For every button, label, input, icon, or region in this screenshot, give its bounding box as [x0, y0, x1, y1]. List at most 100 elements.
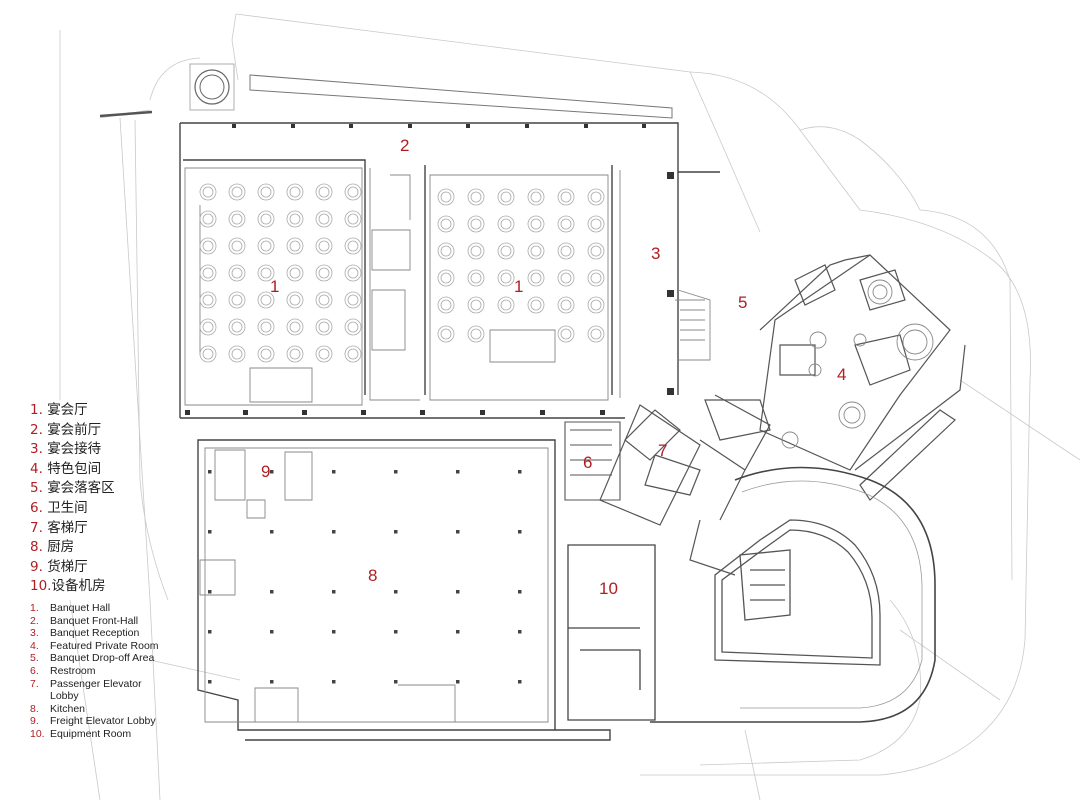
banquet-table — [467, 215, 485, 233]
banquet-table — [199, 183, 217, 201]
banquet-table — [286, 210, 304, 228]
kitchen-column — [456, 630, 460, 634]
banquet-table — [257, 264, 275, 282]
kitchen-column — [270, 680, 274, 684]
legend-zh-item: 1. 宴会厅 — [30, 402, 88, 418]
kitchen-column — [518, 530, 522, 534]
legend-zh-item: 2. 宴会前厅 — [30, 421, 102, 438]
banquet-table-top — [202, 348, 214, 360]
banquet-table-top — [530, 245, 542, 257]
banquet-table — [315, 237, 333, 255]
banquet-table-top — [289, 294, 301, 306]
kitchen-column — [270, 470, 274, 474]
banquet-table — [199, 291, 217, 309]
banquet-table — [587, 269, 605, 287]
banquet-table — [527, 296, 545, 314]
banquet-table — [286, 291, 304, 309]
banquet-table — [228, 183, 246, 201]
banquet-table — [587, 242, 605, 260]
banquet-table — [497, 296, 515, 314]
banquet-table — [557, 215, 575, 233]
kitchen-column — [270, 590, 274, 594]
banquet-table — [286, 264, 304, 282]
kitchen-column — [332, 470, 336, 474]
banquet-table — [257, 237, 275, 255]
banquet-table-top — [347, 267, 359, 279]
banquet-table-top — [590, 191, 602, 203]
banquet-table — [228, 291, 246, 309]
legend-en-item: 5.Banquet Drop-off Area — [30, 652, 155, 665]
banquet-table — [315, 345, 333, 363]
banquet-table — [527, 188, 545, 206]
room-label-banquet-hall-west: 1 — [270, 277, 280, 296]
kitchen-column — [208, 630, 212, 634]
legend-zh-item: 10.设备机房 — [30, 578, 106, 595]
kitchen-column — [270, 530, 274, 534]
ring-feature — [189, 63, 235, 111]
banquet-table — [557, 325, 575, 343]
legend-zh-item: 9. 货梯厅 — [30, 558, 88, 575]
banquet-table — [497, 242, 515, 260]
banquet-table — [228, 237, 246, 255]
banquet-table — [315, 318, 333, 336]
kitchen-column — [332, 590, 336, 594]
banquet-table-top — [530, 299, 542, 311]
kitchen-column — [518, 680, 522, 684]
room-label-restroom: 6 — [583, 453, 593, 472]
banquet-table-top — [202, 294, 214, 306]
site-path-edge — [99, 110, 153, 118]
banquet-table — [257, 183, 275, 201]
banquet-table-top — [500, 191, 512, 203]
banquet-table — [315, 210, 333, 228]
banquet-table — [557, 296, 575, 314]
banquet-table — [228, 318, 246, 336]
banquet-table — [344, 210, 362, 228]
banquet-table — [527, 215, 545, 233]
banquet-table — [344, 345, 362, 363]
banquet-table — [557, 242, 575, 260]
banquet-table-top — [440, 328, 452, 340]
site-context-lines — [59, 13, 1080, 801]
banquet-table-top — [318, 240, 330, 252]
canopy-roof-band — [249, 74, 673, 119]
banquet-table-top — [231, 186, 243, 198]
banquet-table — [257, 345, 275, 363]
room-label-front-hall: 2 — [400, 136, 410, 155]
banquet-table-top — [470, 328, 482, 340]
banquet-table-top — [231, 321, 243, 333]
banquet-table — [199, 210, 217, 228]
banquet-table-top — [500, 299, 512, 311]
banquet-table-top — [440, 272, 452, 284]
banquet-table — [587, 215, 605, 233]
banquet-table-rounds — [199, 183, 605, 363]
banquet-table-top — [202, 213, 214, 225]
banquet-table-top — [260, 267, 272, 279]
banquet-table-top — [231, 267, 243, 279]
banquet-table — [497, 269, 515, 287]
banquet-table — [315, 264, 333, 282]
legend-en-item: 10.Equipment Room — [30, 727, 132, 740]
banquet-table-top — [500, 218, 512, 230]
kitchen-column — [208, 590, 212, 594]
kitchen-column — [332, 680, 336, 684]
banquet-table-top — [202, 240, 214, 252]
legend-chinese: 1. 宴会厅 2. 宴会前厅 3. 宴会接待 4. 特色包间 5. 宴会落客区 … — [30, 401, 115, 597]
restroom-block — [564, 421, 621, 501]
banquet-table-top — [231, 294, 243, 306]
banquet-table-top — [318, 186, 330, 198]
kitchen-column — [456, 470, 460, 474]
kitchen-column — [518, 630, 522, 634]
legend-english: 1.Banquet Hall 2.Banquet Front-Hall 3.Ba… — [30, 602, 160, 741]
banquet-table-top — [260, 348, 272, 360]
legend-zh-item: 4. 特色包间 — [30, 460, 102, 477]
banquet-table — [557, 269, 575, 287]
banquet-table — [527, 242, 545, 260]
banquet-table-top — [318, 294, 330, 306]
banquet-table-top — [289, 321, 301, 333]
inner-wall-lines — [184, 167, 711, 406]
banquet-table-top — [470, 245, 482, 257]
banquet-table-top — [560, 272, 572, 284]
banquet-table — [344, 183, 362, 201]
banquet-table-top — [590, 272, 602, 284]
banquet-table-top — [202, 186, 214, 198]
